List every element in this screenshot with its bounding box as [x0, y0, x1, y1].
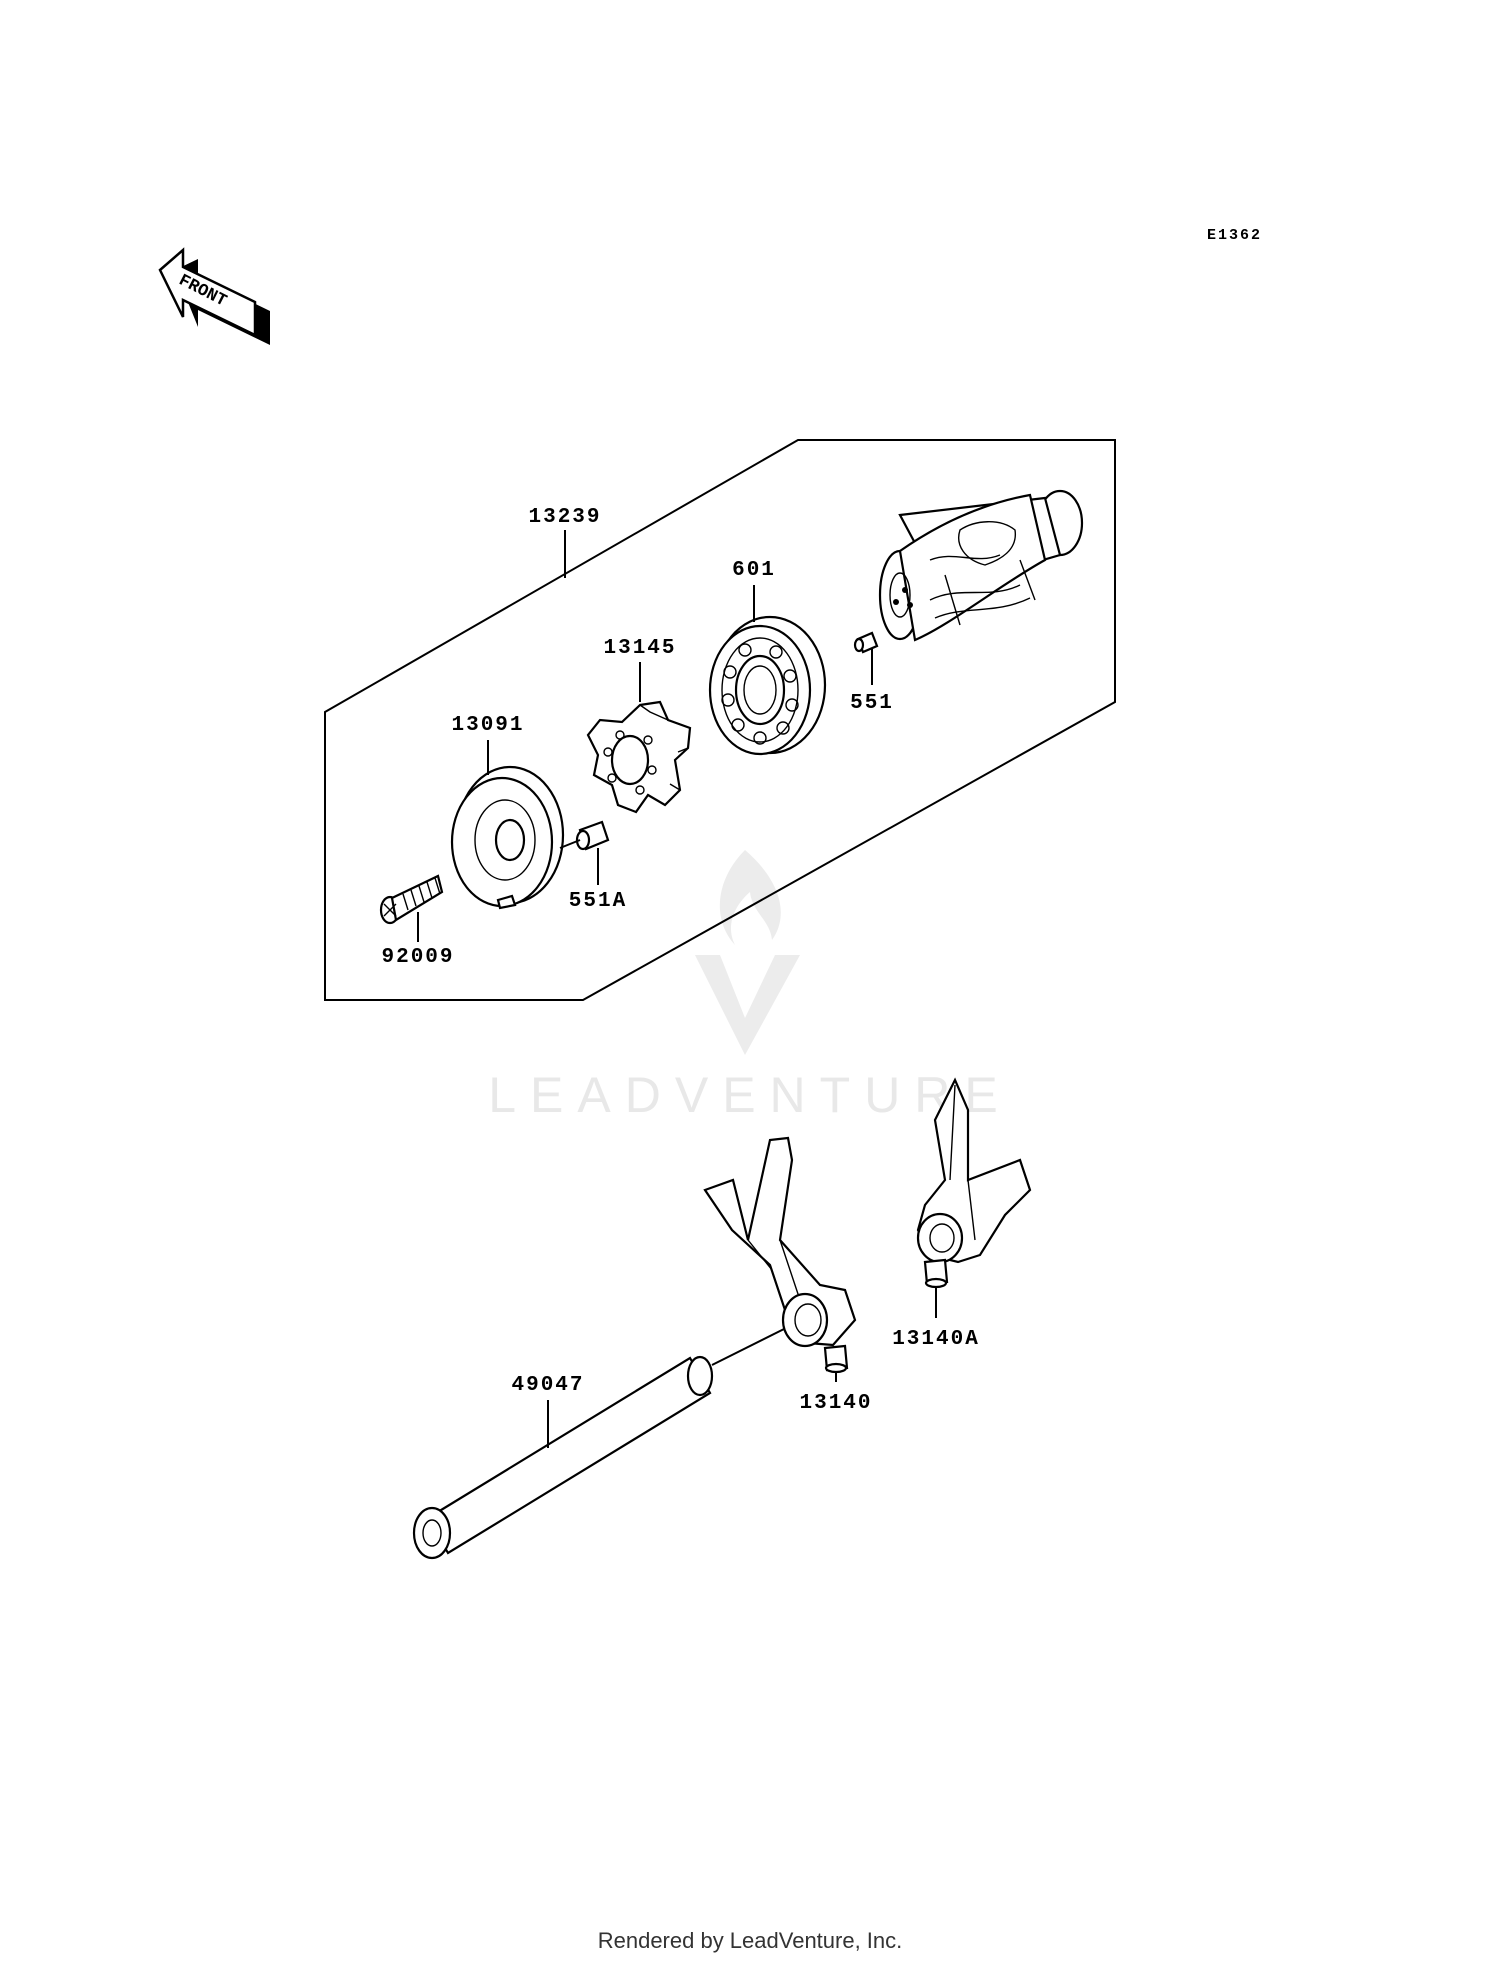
- star-plate: [586, 700, 692, 814]
- callout-551A: 551A: [569, 890, 627, 913]
- callout-13140: 13140: [799, 1392, 872, 1415]
- drum-holder: [450, 765, 565, 910]
- shift-rod: [412, 1355, 714, 1560]
- front-arrow-icon: FRONT: [158, 247, 270, 345]
- watermark-text: LEADVENTURE: [488, 1067, 1012, 1123]
- diagram-code: E1362: [1207, 227, 1262, 244]
- shift-fork: [703, 1136, 857, 1374]
- watermark-v-icon: [695, 955, 800, 1055]
- callout-13239: 13239: [528, 506, 601, 529]
- pin-dash-line: [559, 839, 581, 849]
- bearing: [708, 615, 827, 756]
- assembly-outline: [324, 439, 1116, 1001]
- shift-drum: [878, 489, 1084, 642]
- leadventure-watermark: LEADVENTURE: [488, 850, 1012, 1123]
- watermark-flame-icon: [719, 850, 781, 945]
- callout-49047: 49047: [511, 1374, 584, 1397]
- pin: [575, 820, 610, 851]
- callout-13091: 13091: [451, 714, 524, 737]
- callout-92009: 92009: [381, 946, 454, 969]
- callout-551: 551: [850, 692, 894, 715]
- drum-pin: [853, 631, 879, 654]
- footer-credit: Rendered by LeadVenture, Inc.: [598, 1928, 903, 1953]
- callout-601: 601: [732, 559, 776, 582]
- screw: [379, 874, 444, 925]
- callout-13145: 13145: [603, 637, 676, 660]
- callout-13140A: 13140A: [892, 1328, 980, 1351]
